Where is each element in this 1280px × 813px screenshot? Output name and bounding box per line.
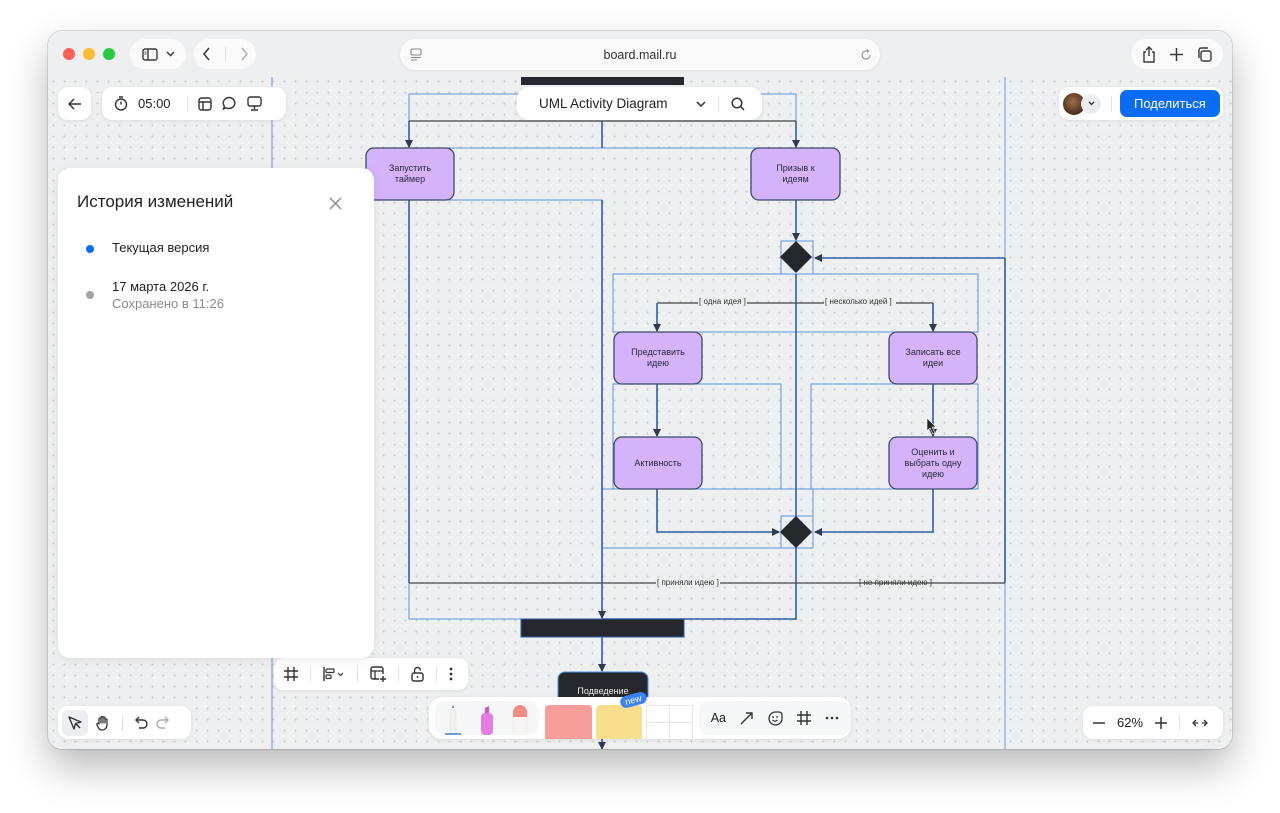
presentation-icon[interactable] [246, 96, 262, 111]
text-tool-button[interactable]: Aa [710, 711, 727, 725]
tabs-overview-icon[interactable] [1197, 46, 1212, 62]
history-item-subtitle: Сохранено в 11:26 [112, 296, 224, 311]
guard-label: [ несколько идей ] [824, 297, 893, 306]
status-dot [86, 291, 94, 299]
timer-value[interactable]: 05:00 [138, 96, 171, 111]
sticky-note-button[interactable]: new [595, 690, 648, 739]
select-tool-button[interactable] [62, 709, 88, 736]
sidebar-icon [141, 47, 158, 61]
node-call-ideas [750, 147, 841, 201]
search-icon[interactable] [730, 96, 745, 111]
back-button[interactable] [58, 87, 91, 120]
timer-icon[interactable] [114, 96, 128, 111]
undo-icon[interactable] [135, 716, 148, 729]
board-toolbar: 05:00 [102, 87, 286, 120]
navigation-tools [58, 706, 191, 739]
node-label[interactable]: Представить идею [631, 347, 685, 368]
forward-nav-icon[interactable] [240, 47, 249, 61]
guard-label: [ не приняли идею ] [859, 578, 932, 587]
version-history-panel: История изменений Текущая версия 17 март… [58, 168, 374, 658]
shape-tool-button[interactable] [545, 705, 592, 739]
browser-titlebar: board.mail.ru [48, 31, 1232, 77]
page-menu-icon[interactable] [410, 48, 422, 61]
address-bar[interactable]: board.mail.ru [400, 39, 880, 70]
cursor-icon [68, 715, 82, 730]
reload-icon[interactable] [860, 48, 872, 61]
align-icon[interactable] [323, 667, 345, 681]
more-vertical-icon[interactable] [449, 667, 453, 681]
close-window-button[interactable] [63, 48, 75, 60]
arrow-left-icon [67, 97, 82, 110]
node-label[interactable]: Запустить таймер [388, 163, 432, 184]
sticker-icon[interactable] [768, 710, 783, 726]
history-item[interactable]: 17 марта 2026 г. Сохранено в 11:26 [86, 279, 224, 311]
redo-icon[interactable] [156, 716, 169, 729]
extra-tools: Aa [698, 701, 852, 735]
node-activity [613, 436, 703, 490]
frame-icon[interactable] [797, 711, 812, 725]
node-label[interactable]: Оценить и выбрать одну идею [904, 446, 962, 479]
add-to-frame-icon[interactable] [370, 666, 386, 682]
more-horizontal-icon[interactable] [825, 716, 839, 720]
browser-window: board.mail.ru [48, 31, 1232, 749]
history-item-label: Текущая версия [112, 240, 210, 255]
board-title[interactable]: UML Activity Diagram [539, 96, 668, 111]
creation-toolbar: new Aa [429, 690, 852, 739]
connector-arrow-icon[interactable] [740, 711, 754, 725]
avatar-menu-button[interactable] [1081, 93, 1101, 114]
chevron-down-icon[interactable] [696, 100, 706, 107]
history-item-current[interactable]: Текущая версия [86, 240, 209, 255]
node-label[interactable]: Записать все идеи [905, 347, 961, 368]
zoom-level[interactable]: 62% [1117, 715, 1144, 730]
zoom-control: 62% [1083, 706, 1223, 739]
node-label[interactable]: Призыв к идеям [776, 163, 815, 184]
nav-buttons [194, 39, 256, 69]
highlighter-tool-icon[interactable] [477, 705, 497, 735]
collaboration-bar: Поделиться [1059, 87, 1223, 120]
user-avatar[interactable] [1063, 92, 1085, 115]
chevron-down-icon [165, 51, 175, 57]
hand-icon[interactable] [96, 715, 110, 731]
board-title-bar: UML Activity Diagram [517, 87, 762, 120]
guard-label: [ приняли идею ] [656, 578, 720, 587]
fork-bar-top [521, 76, 684, 85]
minimize-window-button[interactable] [83, 48, 95, 60]
node-present-idea [613, 331, 703, 385]
panel-title: История изменений [77, 192, 234, 211]
mouse-cursor-icon [926, 417, 937, 435]
eraser-tool-icon[interactable] [511, 705, 529, 735]
template-icon[interactable] [197, 96, 212, 111]
decision-node [780, 241, 812, 273]
guard-label: [ одна идея ] [698, 297, 747, 306]
maximize-window-button[interactable] [103, 48, 115, 60]
share-page-icon[interactable] [1142, 45, 1156, 63]
close-icon[interactable] [329, 197, 342, 210]
drawing-tools [435, 701, 540, 735]
pen-tool-icon[interactable] [443, 703, 463, 735]
new-tab-icon[interactable] [1170, 47, 1183, 61]
sidebar-toggle-button[interactable] [130, 39, 186, 69]
back-nav-icon[interactable] [202, 47, 211, 61]
history-item-label: 17 марта 2026 г. [112, 279, 210, 294]
status-dot [86, 245, 94, 253]
browser-actions [1131, 39, 1223, 69]
node-evaluate [888, 436, 978, 490]
share-button[interactable]: Поделиться [1120, 90, 1220, 117]
chevron-down-icon [1088, 101, 1095, 106]
comment-icon[interactable] [221, 96, 237, 111]
zoom-in-icon[interactable] [1155, 716, 1168, 729]
join-bar [520, 618, 685, 638]
node-record-ideas [888, 331, 978, 385]
merge-node [780, 516, 812, 548]
zoom-out-icon[interactable] [1093, 721, 1105, 724]
node-label[interactable]: Активность [634, 457, 682, 468]
fit-width-icon[interactable] [1192, 719, 1208, 727]
url-text: board.mail.ru [603, 47, 677, 62]
unlock-icon[interactable] [411, 666, 424, 682]
selection-toolbar [274, 658, 468, 690]
node-label[interactable]: Подведение [577, 686, 629, 696]
table-tool-button[interactable] [646, 705, 693, 739]
frame-icon[interactable] [284, 667, 298, 681]
